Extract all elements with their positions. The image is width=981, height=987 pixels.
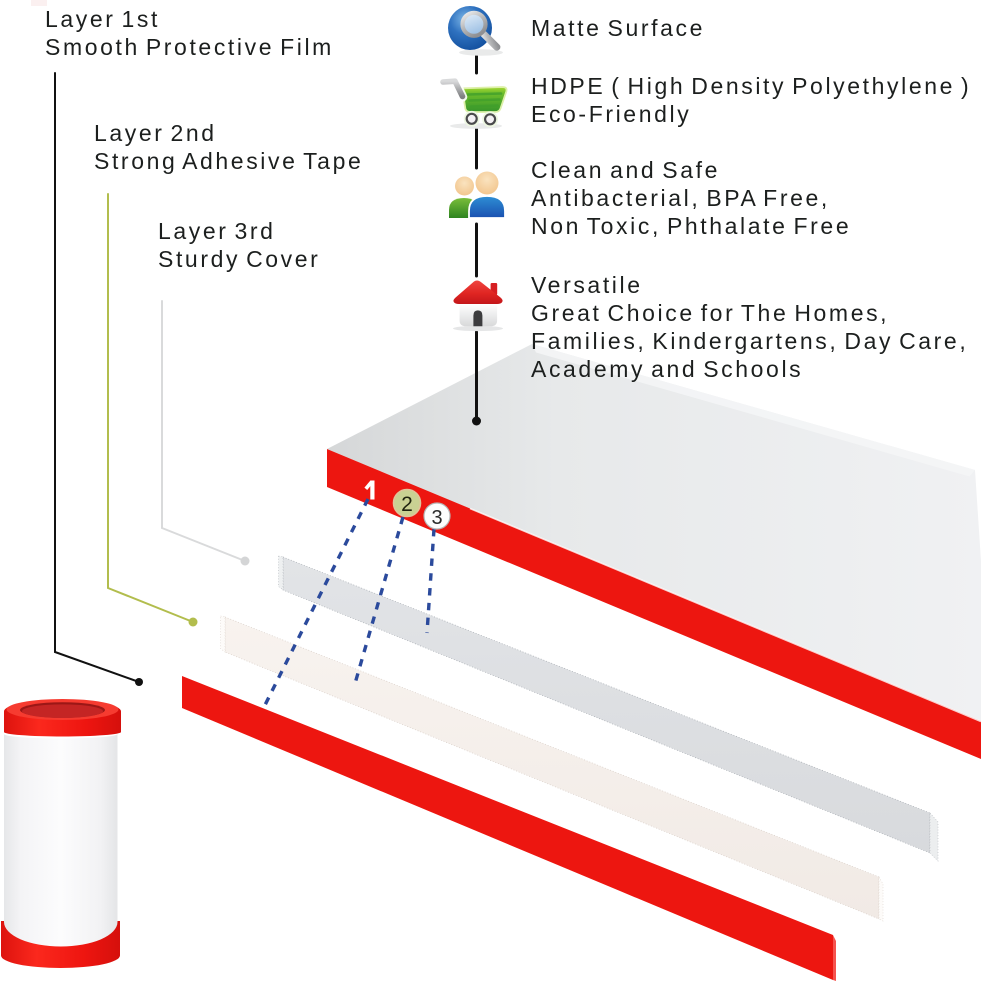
svg-text:2: 2 <box>401 493 413 516</box>
svg-text:3: 3 <box>431 507 442 529</box>
